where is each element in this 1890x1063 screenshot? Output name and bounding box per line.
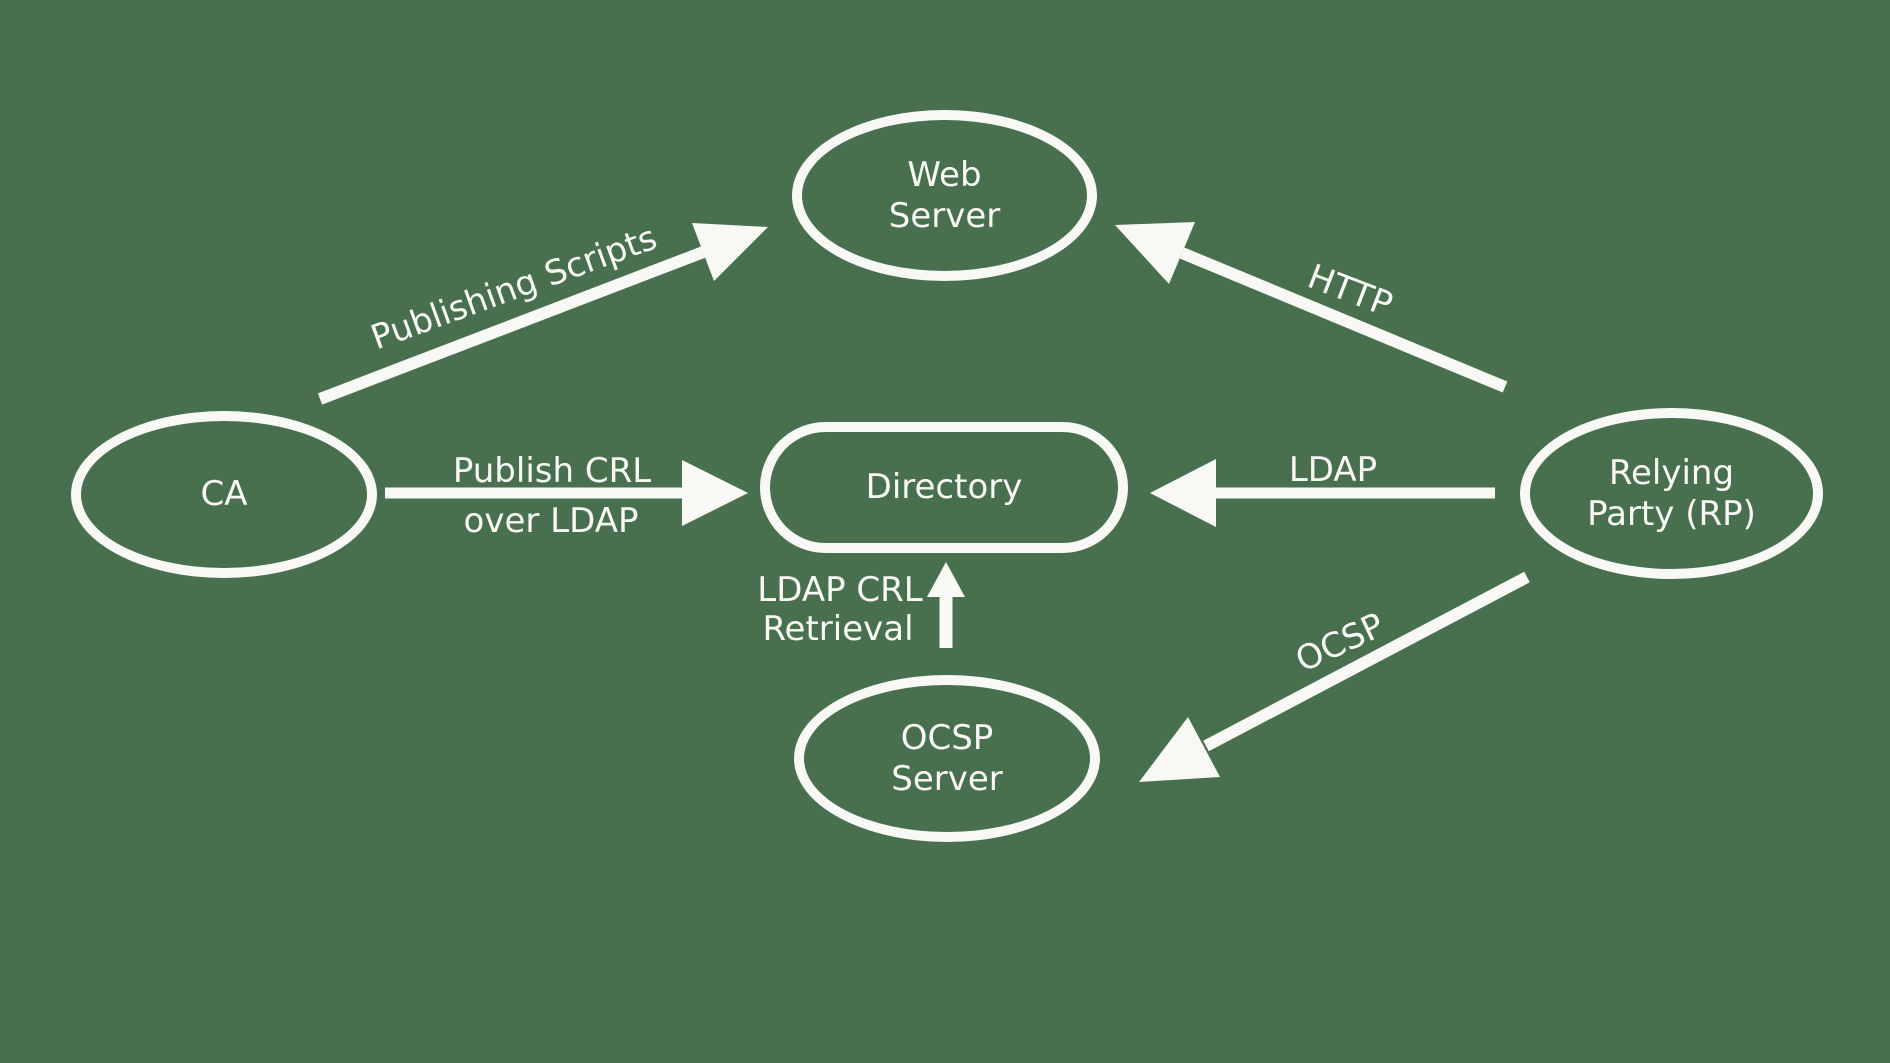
arrow-head (692, 223, 768, 281)
arrow-http (1115, 222, 1508, 393)
node-ocsp-server: OCSP Server (794, 675, 1100, 842)
edge-label-publish-crl-line1: Publish CRL (452, 451, 652, 491)
arrow-publish-crl (385, 460, 748, 526)
arrow-head (927, 562, 965, 597)
edge-label-ldap: LDAP (1288, 450, 1378, 490)
arrow-head (1150, 459, 1216, 527)
node-ocsp-server-label-line1: OCSP (900, 717, 994, 758)
arrow-ocsp (1139, 571, 1530, 782)
edge-label-ldap-crl-retrieval-line1: LDAP CRL (757, 570, 923, 610)
node-directory-label: Directory (865, 467, 1023, 507)
arrow-head (682, 460, 748, 526)
arrow-shaft (317, 245, 709, 405)
node-web-server: Web Server (792, 110, 1097, 281)
edge-label-ldap-crl-retrieval-line2: Retrieval (762, 609, 914, 649)
node-ca-label: CA (200, 474, 248, 514)
node-web-server-label-line1: Web (907, 154, 982, 195)
node-ocsp-server-label-line2: Server (891, 758, 1003, 799)
arrow-publishing-scripts (317, 223, 768, 405)
arrow-head (1139, 717, 1220, 782)
node-relying-party-label-line2: Party (RP) (1587, 493, 1756, 534)
arrow-shaft (1203, 571, 1530, 752)
arrow-head (1115, 222, 1195, 284)
node-web-server-label-line2: Server (888, 195, 1001, 236)
node-relying-party: Relying Party (RP) (1520, 408, 1823, 579)
node-directory: Directory (760, 422, 1128, 553)
node-relying-party-label-line1: Relying (1608, 452, 1735, 493)
node-ca: CA (71, 411, 377, 578)
arrow-shaft (1179, 247, 1508, 393)
edge-label-publish-crl-line2: over LDAP (463, 501, 639, 541)
arrow-ldap (1150, 459, 1495, 527)
arrow-ldap-crl-retrieval (927, 562, 965, 648)
